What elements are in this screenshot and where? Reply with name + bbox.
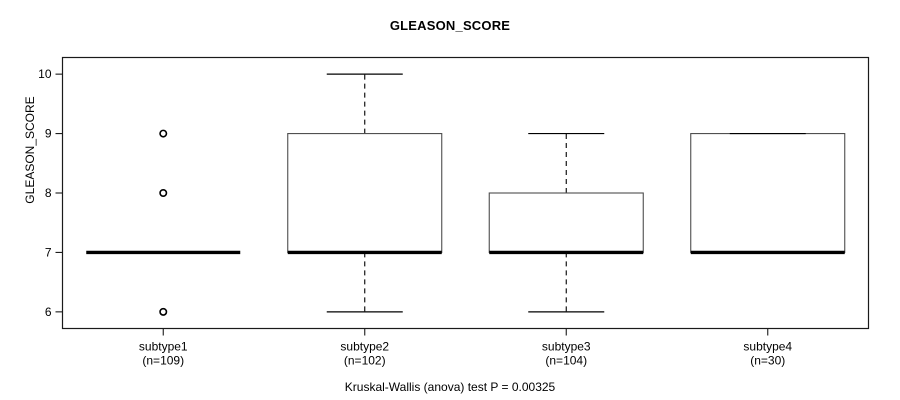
box-series <box>86 73 846 316</box>
boxplot-box[interactable] <box>488 132 644 313</box>
box-iqr-rect <box>690 133 846 253</box>
y-axis-tick-label: 8 <box>45 186 52 200</box>
boxplot-box[interactable] <box>86 129 241 316</box>
boxplot-box[interactable] <box>690 132 846 255</box>
x-axis-category-count: (n=30) <box>750 354 785 368</box>
boxplot-box[interactable] <box>287 73 443 313</box>
x-axis-category-count: (n=104) <box>545 354 587 368</box>
x-axis-category-name: subtype2 <box>340 340 389 354</box>
x-axis-category-count: (n=102) <box>344 354 386 368</box>
x-axis-category-name: subtype1 <box>139 340 188 354</box>
outlier-point <box>159 189 168 198</box>
x-axis <box>162 328 769 336</box>
outlier-point <box>159 307 168 316</box>
x-axis-category-name: subtype3 <box>542 340 591 354</box>
y-axis-tick-label: 6 <box>45 305 52 319</box>
outlier-point <box>159 129 168 138</box>
y-axis-tick-label: 9 <box>45 127 52 141</box>
chart-subtitle: Kruskal-Wallis (anova) test P = 0.00325 <box>344 380 556 394</box>
x-axis-category-count: (n=109) <box>142 354 184 368</box>
x-axis-category-name: subtype4 <box>743 340 792 354</box>
y-axis-tick-label: 7 <box>45 245 52 259</box>
box-iqr-rect <box>488 192 644 253</box>
plot-frame <box>61 56 870 330</box>
box-iqr-rect <box>287 133 443 253</box>
y-axis-tick-label: 10 <box>38 67 52 81</box>
y-axis: 6 7 8 9 10 <box>38 67 63 319</box>
x-axis-tick-labels: subtype1(n=109)subtype2(n=102)subtype3(n… <box>139 340 793 368</box>
chart-title: GLEASON_SCORE <box>389 18 511 33</box>
